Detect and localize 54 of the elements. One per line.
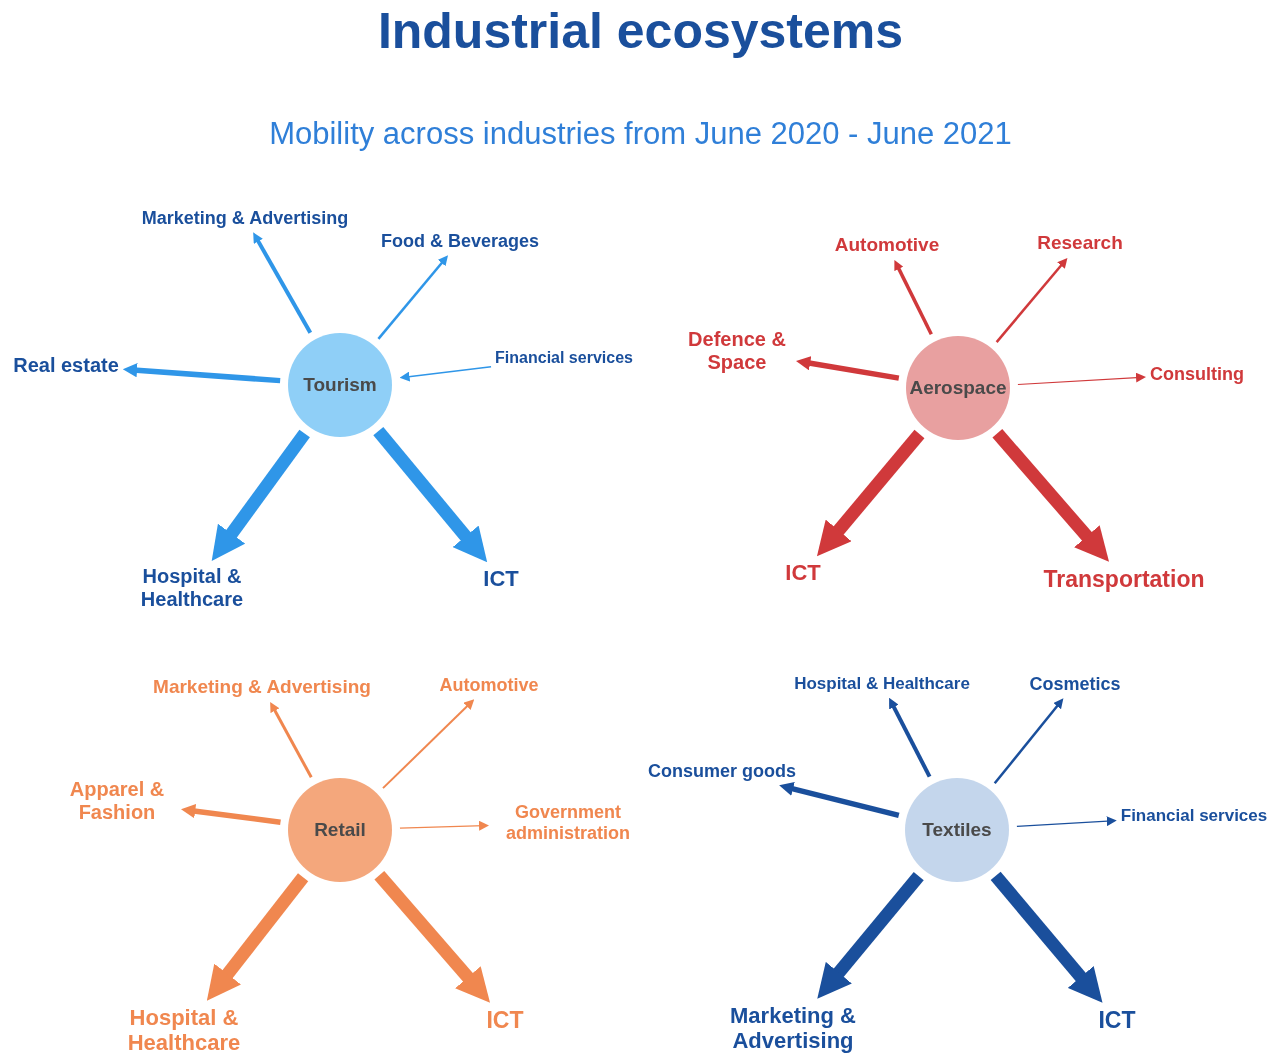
- arrow: [816, 429, 925, 557]
- arrow: [270, 701, 313, 779]
- arrow: [399, 366, 492, 382]
- industry-label: ICT: [1098, 1006, 1136, 1034]
- industry-label: ICT: [483, 566, 519, 592]
- industry-label: Defence & Space: [682, 328, 792, 374]
- arrow: [399, 820, 489, 831]
- industry-label: Marketing & Advertising: [718, 1002, 868, 1054]
- arrow: [817, 872, 924, 999]
- industry-label: Consulting: [1150, 363, 1244, 385]
- title: Industrial ecosystems: [377, 2, 904, 60]
- industry-label: Research: [1037, 232, 1123, 254]
- industry-label: ICT: [785, 560, 821, 586]
- industry-label: Real estate: [13, 353, 119, 377]
- industry-label: Marketing & Advertising: [153, 676, 371, 698]
- arrow: [995, 257, 1068, 343]
- industry-label: Transportation: [1043, 565, 1205, 593]
- arrow: [1016, 816, 1117, 828]
- industry-label: Apparel & Fashion: [57, 778, 177, 824]
- industry-label: Hospital & Healthcare: [114, 1004, 254, 1056]
- arrow: [122, 363, 281, 384]
- subtitle: Mobility across industries from June 2020 - June 2021: [269, 116, 1012, 152]
- arrow: [894, 259, 933, 336]
- arrow: [889, 697, 932, 778]
- arrow: [992, 429, 1110, 562]
- industry-label: Government administration: [493, 802, 643, 844]
- arrow: [373, 427, 488, 563]
- arrow: [779, 781, 900, 819]
- industry-label: Hospital & Healthcare: [127, 565, 257, 611]
- industry-label: Cosmetics: [1029, 673, 1121, 695]
- industry-label: Automotive: [834, 234, 940, 256]
- ecosystem-circle: Textiles: [905, 778, 1009, 882]
- arrow: [374, 871, 491, 1003]
- arrow: [211, 429, 310, 561]
- industry-label: Financial services: [1120, 806, 1268, 826]
- arrow: [377, 255, 449, 340]
- arrow: [206, 873, 309, 1001]
- ecosystem-circle: Tourism: [288, 333, 392, 437]
- industry-label: Automotive: [439, 674, 539, 696]
- arrow: [253, 232, 313, 334]
- ecosystem-circle: Retail: [288, 778, 392, 882]
- industry-label: Marketing & Advertising: [141, 207, 349, 229]
- ecosystem-circle: Aerospace: [906, 336, 1010, 440]
- industry-label: ICT: [486, 1006, 524, 1034]
- industry-label: Financial services: [495, 348, 633, 368]
- arrow: [382, 699, 475, 790]
- industry-label: Hospital & Healthcare: [794, 674, 970, 694]
- arrow: [796, 356, 900, 381]
- arrow: [181, 804, 281, 825]
- arrow: [993, 698, 1064, 785]
- industry-label: Consumer goods: [648, 760, 796, 782]
- arrow: [990, 871, 1103, 1003]
- arrow: [1017, 372, 1146, 386]
- industry-label: Food & Beverages: [381, 230, 539, 252]
